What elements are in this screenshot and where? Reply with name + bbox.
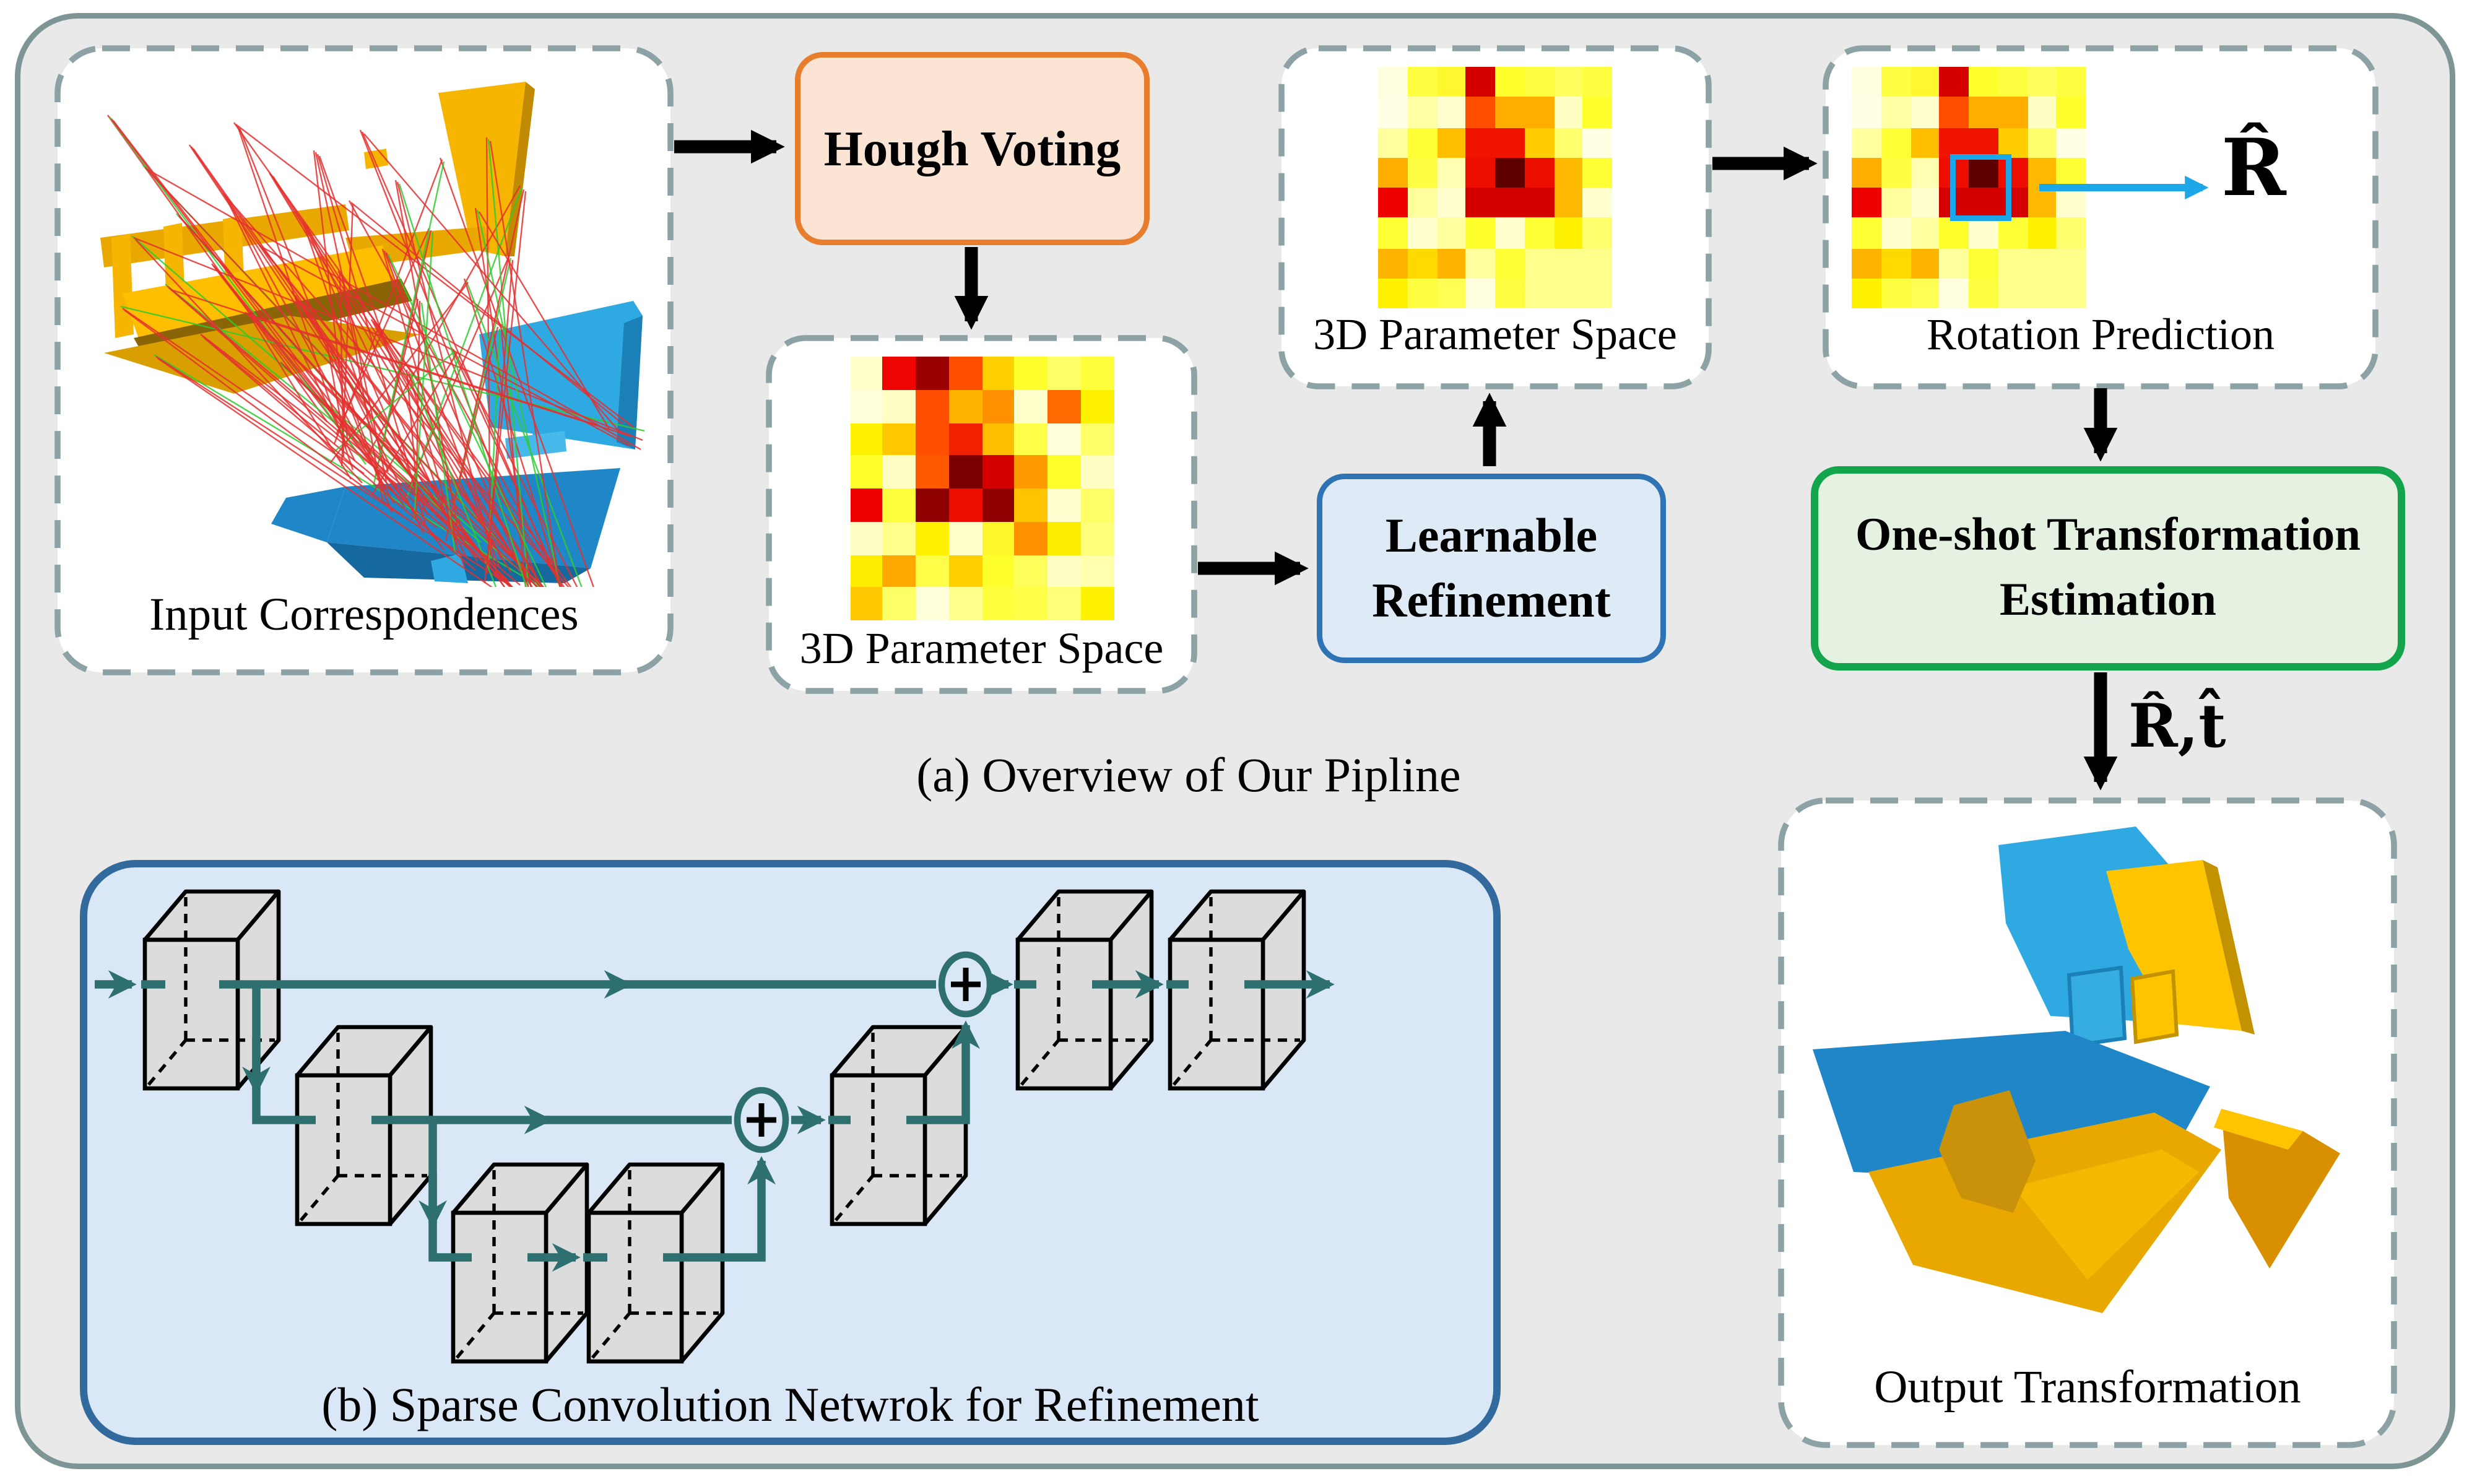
output-transformation-box: Output Transformation — [1781, 801, 2394, 1445]
caption-panel-b: (b) Sparse Convolution Netwrok for Refin… — [321, 1378, 1259, 1432]
param-space-2-box: 3D Parameter Space — [1282, 48, 1709, 386]
oneshot-label-line2: Estimation — [1999, 576, 2217, 626]
rotation-prediction-label: Rotation Prediction — [1927, 312, 2275, 360]
rotation-prediction-box: Rotation Prediction — [1826, 48, 2375, 386]
caption-panel-a: (a) Overview of Our Pipline — [916, 749, 1461, 802]
vote-heatmap — [849, 357, 1114, 620]
learnable-refinement-label-line1: Learnable — [1385, 508, 1598, 563]
param-space-2-label: 3D Parameter Space — [1313, 312, 1677, 360]
hough-voting-box: Hough Voting — [795, 52, 1150, 245]
refined-heatmap — [1378, 67, 1612, 308]
oneshot-label-line1: One-shot Transformation — [1855, 511, 2361, 561]
input-point-cloud-image — [100, 82, 645, 587]
rotation-annotation: R̂ — [2221, 123, 2286, 214]
sparse-conv-network-panel — [80, 860, 1501, 1445]
learnable-refinement-label-line2: Refinement — [1372, 574, 1611, 628]
param-space-1-box: 3D Parameter Space — [769, 338, 1194, 691]
param-space-1-label: 3D Parameter Space — [799, 626, 1164, 674]
transform-annotation: R̂,t̂ — [2128, 691, 2226, 762]
output-point-cloud-image — [1813, 827, 2340, 1313]
input-box-label: Input Correspondences — [149, 591, 579, 641]
output-box-label: Output Transformation — [1874, 1363, 2301, 1413]
input-correspondences-box: Input Correspondences — [58, 48, 670, 672]
aligned-clouds — [1813, 827, 2340, 1313]
hough-voting-label: Hough Voting — [823, 119, 1121, 176]
oneshot-transformation-box: One-shot Transformation Estimation — [1811, 466, 2405, 670]
rotation-highlight-square — [1949, 154, 2011, 222]
learnable-refinement-box: Learnable Refinement — [1317, 474, 1666, 663]
